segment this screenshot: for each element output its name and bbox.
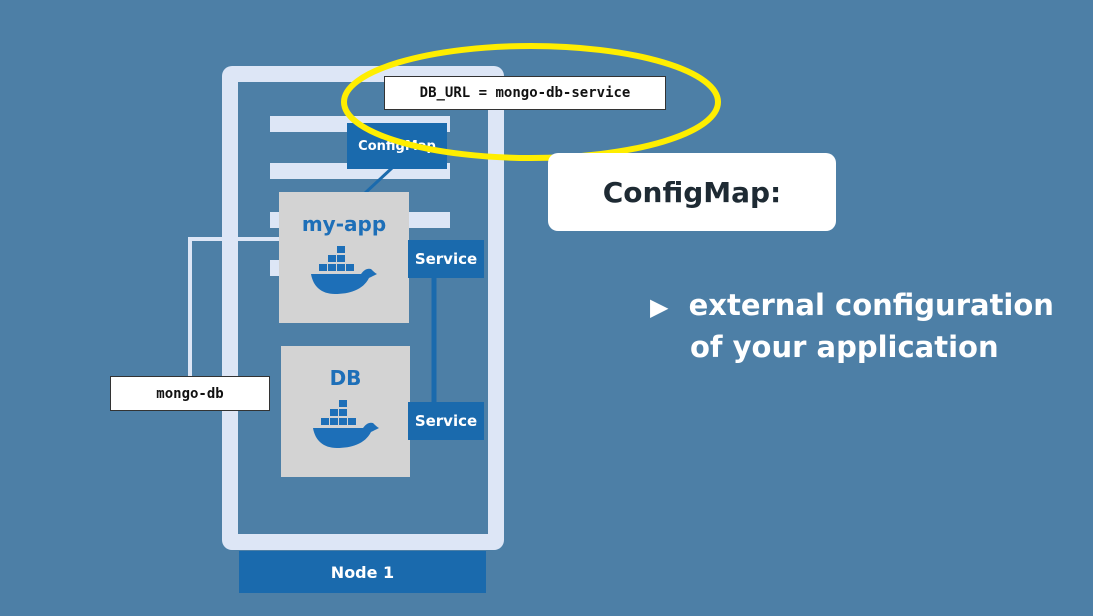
docker-whale-icon (311, 246, 377, 294)
service-bottom-label: Service (414, 412, 478, 430)
mongo-connector (188, 237, 281, 377)
configmap-label: ConfigMap (358, 138, 436, 154)
my-app-pod: my-app (279, 192, 409, 323)
db-url-label-box: DB_URL = mongo-db-service (384, 76, 666, 110)
db-label: DB (329, 366, 362, 390)
my-app-label: my-app (301, 212, 387, 236)
highlight-ring (341, 43, 721, 161)
bullet-line-2: of your application (690, 330, 999, 364)
node-frame (222, 66, 504, 550)
mongo-db-label: mongo-db (156, 385, 224, 402)
mongo-db-label-box: mongo-db (110, 376, 270, 411)
bullet-triangle-icon: ▶ (650, 293, 669, 321)
service-box-bottom: Service (408, 402, 484, 440)
bullet-line-1: external configuration (688, 288, 1054, 322)
node-label: Node 1 (330, 562, 395, 582)
docker-whale-icon (312, 400, 379, 448)
db-pod: DB (281, 346, 410, 477)
configmap-connector (362, 166, 394, 196)
bullet-point: ▶ external configuration of your applica… (650, 285, 1054, 367)
db-url-label: DB_URL = mongo-db-service (419, 85, 631, 101)
configmap-box: ConfigMap (347, 123, 447, 169)
service-box-top: Service (408, 240, 484, 278)
service-top-label: Service (414, 250, 478, 268)
slide-title: ConfigMap: (602, 175, 782, 209)
node-label-bar: Node 1 (239, 551, 486, 593)
slide-title-card: ConfigMap: (548, 153, 836, 231)
